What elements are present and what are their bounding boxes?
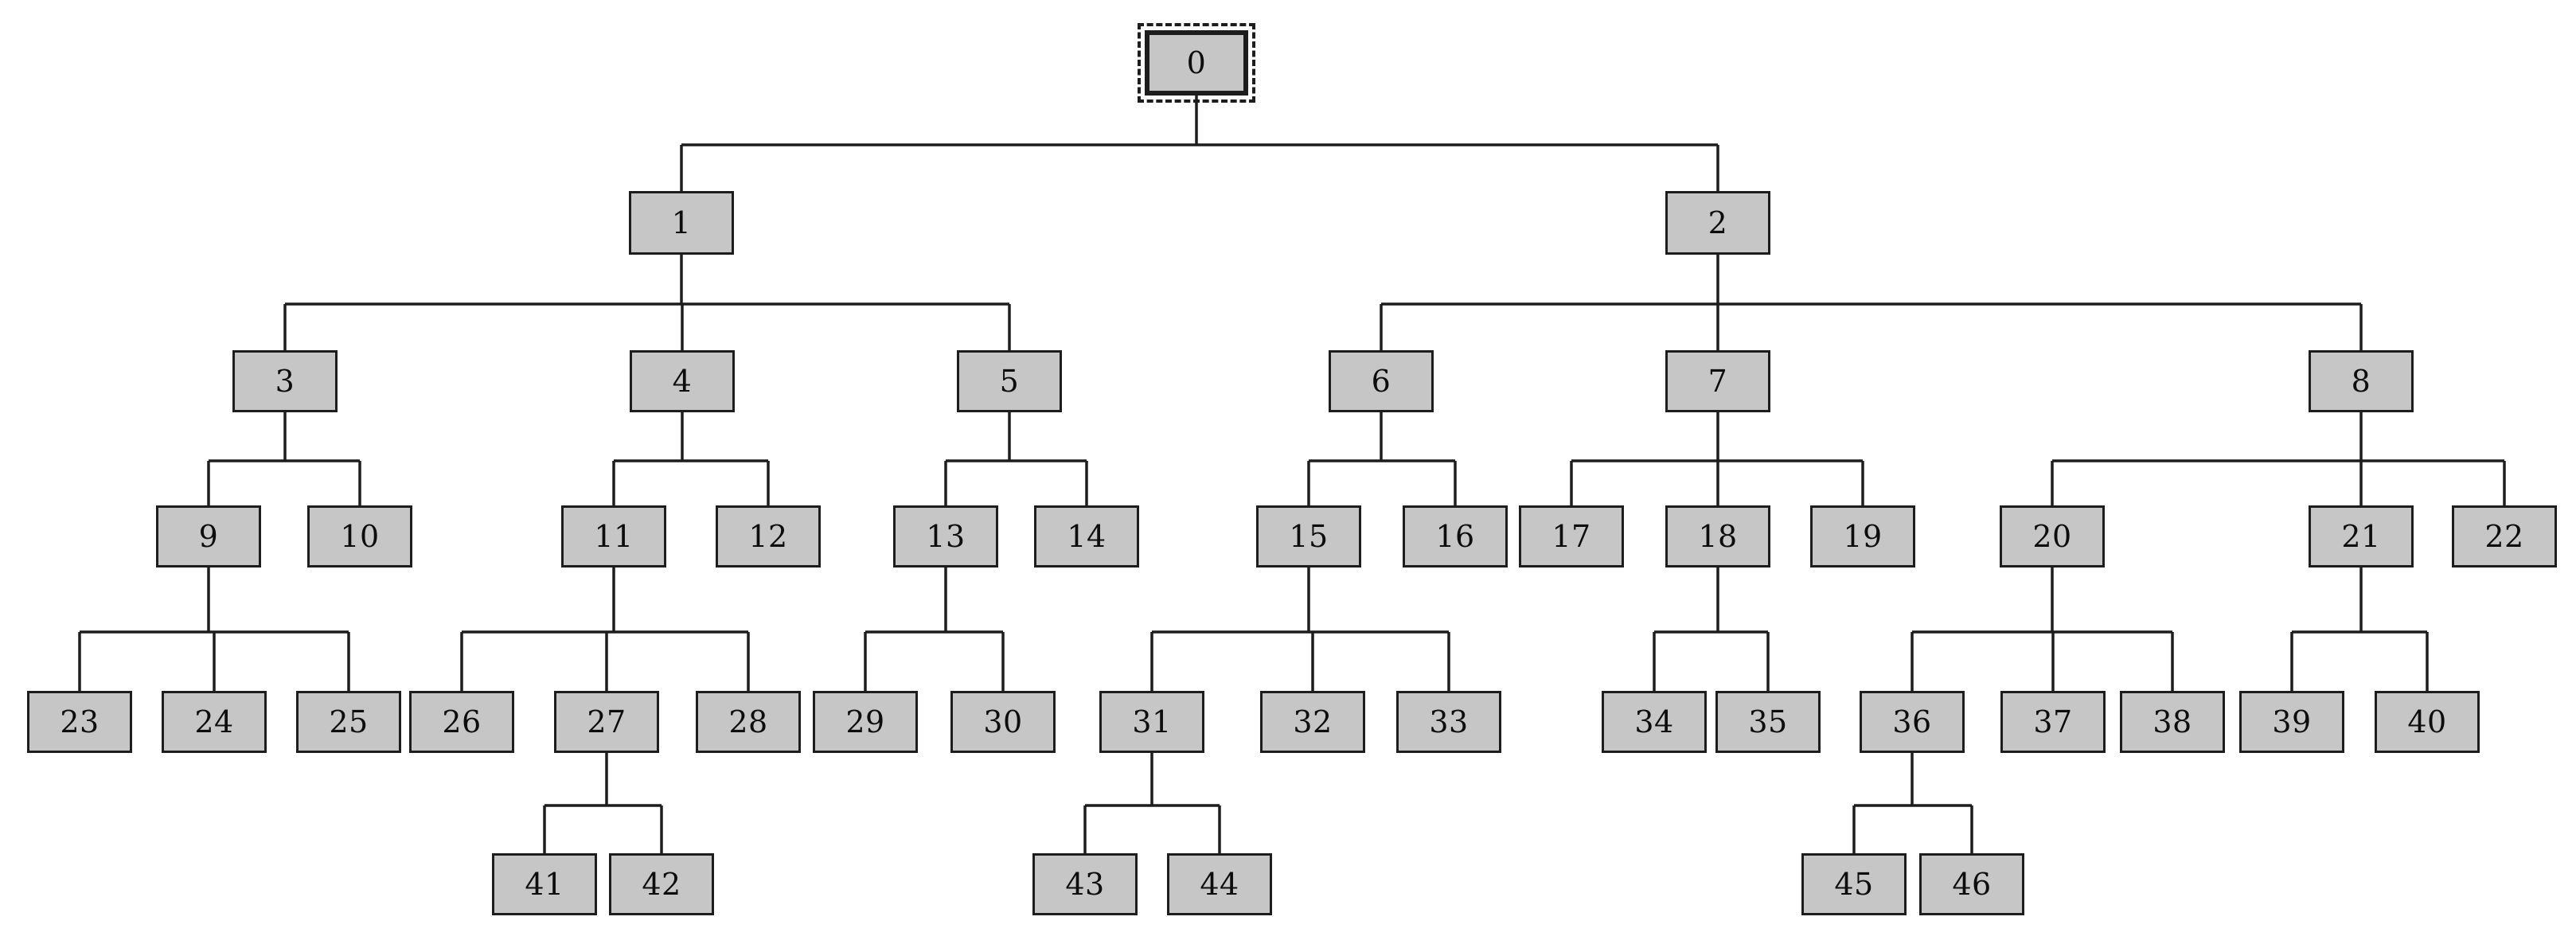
tree-node-1[interactable]: 1 bbox=[629, 191, 734, 255]
tree-node-23[interactable]: 23 bbox=[27, 691, 132, 753]
tree-node-label: 4 bbox=[672, 364, 693, 399]
tree-node-9[interactable]: 9 bbox=[156, 505, 261, 568]
tree-node-label: 43 bbox=[1065, 867, 1105, 902]
tree-node-27[interactable]: 27 bbox=[554, 691, 659, 753]
tree-node-33[interactable]: 33 bbox=[1396, 691, 1501, 753]
tree-node-42[interactable]: 42 bbox=[609, 853, 714, 915]
tree-node-label: 39 bbox=[2272, 704, 2312, 739]
tree-node-2[interactable]: 2 bbox=[1665, 191, 1770, 255]
tree-node-label: 44 bbox=[1200, 867, 1239, 902]
tree-node-22[interactable]: 22 bbox=[2452, 505, 2557, 568]
tree-node-41[interactable]: 41 bbox=[492, 853, 597, 915]
tree-node-label: 36 bbox=[1892, 704, 1932, 739]
tree-node-16[interactable]: 16 bbox=[1403, 505, 1508, 568]
tree-node-4[interactable]: 4 bbox=[630, 350, 735, 412]
tree-node-38[interactable]: 38 bbox=[2120, 691, 2225, 753]
tree-node-label: 42 bbox=[642, 867, 681, 902]
tree-node-6[interactable]: 6 bbox=[1329, 350, 1434, 412]
tree-node-label: 46 bbox=[1952, 867, 1992, 902]
tree-node-label: 32 bbox=[1293, 704, 1333, 739]
tree-node-31[interactable]: 31 bbox=[1099, 691, 1204, 753]
tree-node-label: 22 bbox=[2484, 519, 2524, 554]
tree-node-label: 10 bbox=[340, 519, 380, 554]
tree-node-28[interactable]: 28 bbox=[696, 691, 801, 753]
tree-node-25[interactable]: 25 bbox=[296, 691, 401, 753]
tree-node-label: 18 bbox=[1698, 519, 1738, 554]
tree-node-30[interactable]: 30 bbox=[950, 691, 1056, 753]
tree-node-3[interactable]: 3 bbox=[232, 350, 338, 412]
tree-node-21[interactable]: 21 bbox=[2309, 505, 2414, 568]
tree-node-label: 15 bbox=[1289, 519, 1329, 554]
tree-node-label: 30 bbox=[983, 704, 1023, 739]
tree-node-15[interactable]: 15 bbox=[1256, 505, 1361, 568]
tree-node-label: 33 bbox=[1429, 704, 1469, 739]
tree-node-label: 35 bbox=[1748, 704, 1788, 739]
tree-node-45[interactable]: 45 bbox=[1801, 853, 1907, 915]
tree-node-label: 21 bbox=[2341, 519, 2381, 554]
tree-node-label: 45 bbox=[1834, 867, 1874, 902]
tree-node-label: 3 bbox=[275, 364, 295, 399]
tree-node-label: 27 bbox=[587, 704, 626, 739]
tree-node-14[interactable]: 14 bbox=[1034, 505, 1139, 568]
tree-node-label: 7 bbox=[1708, 364, 1728, 399]
tree-node-label: 13 bbox=[926, 519, 966, 554]
tree-node-label: 0 bbox=[1186, 45, 1207, 80]
tree-node-label: 38 bbox=[2153, 704, 2192, 739]
tree-node-43[interactable]: 43 bbox=[1032, 853, 1138, 915]
tree-node-label: 41 bbox=[525, 867, 564, 902]
tree-node-label: 14 bbox=[1067, 519, 1107, 554]
tree-node-19[interactable]: 19 bbox=[1810, 505, 1915, 568]
tree-node-label: 9 bbox=[198, 519, 219, 554]
tree-node-36[interactable]: 36 bbox=[1860, 691, 1965, 753]
tree-node-label: 34 bbox=[1634, 704, 1674, 739]
tree-node-label: 24 bbox=[194, 704, 234, 739]
tree-node-label: 12 bbox=[748, 519, 788, 554]
tree-node-label: 25 bbox=[329, 704, 369, 739]
tree-node-12[interactable]: 12 bbox=[716, 505, 821, 568]
tree-node-32[interactable]: 32 bbox=[1260, 691, 1365, 753]
tree-node-34[interactable]: 34 bbox=[1602, 691, 1707, 753]
tree-node-26[interactable]: 26 bbox=[409, 691, 514, 753]
tree-node-label: 28 bbox=[728, 704, 768, 739]
tree-node-40[interactable]: 40 bbox=[2375, 691, 2480, 753]
tree-node-label: 16 bbox=[1435, 519, 1475, 554]
tree-node-label: 23 bbox=[60, 704, 100, 739]
tree-node-44[interactable]: 44 bbox=[1167, 853, 1272, 915]
tree-node-label: 2 bbox=[1708, 205, 1728, 240]
tree-node-label: 29 bbox=[845, 704, 885, 739]
tree-node-10[interactable]: 10 bbox=[307, 505, 412, 568]
tree-node-18[interactable]: 18 bbox=[1665, 505, 1770, 568]
tree-node-8[interactable]: 8 bbox=[2309, 350, 2414, 412]
tree-node-37[interactable]: 37 bbox=[2000, 691, 2106, 753]
tree-node-20[interactable]: 20 bbox=[2000, 505, 2105, 568]
tree-node-label: 17 bbox=[1551, 519, 1591, 554]
tree-node-label: 37 bbox=[2033, 704, 2073, 739]
tree-node-label: 1 bbox=[671, 205, 692, 240]
tree-node-24[interactable]: 24 bbox=[162, 691, 267, 753]
tree-node-label: 5 bbox=[999, 364, 1020, 399]
tree-node-label: 31 bbox=[1132, 704, 1172, 739]
tree-node-13[interactable]: 13 bbox=[893, 505, 998, 568]
tree-node-label: 19 bbox=[1843, 519, 1883, 554]
tree-node-11[interactable]: 11 bbox=[561, 505, 666, 568]
tree-node-label: 6 bbox=[1371, 364, 1391, 399]
tree-node-39[interactable]: 39 bbox=[2239, 691, 2344, 753]
tree-node-label: 20 bbox=[2032, 519, 2072, 554]
tree-node-label: 11 bbox=[594, 519, 634, 554]
tree-node-17[interactable]: 17 bbox=[1519, 505, 1624, 568]
tree-node-label: 8 bbox=[2351, 364, 2371, 399]
tree-node-29[interactable]: 29 bbox=[813, 691, 918, 753]
tree-node-label: 26 bbox=[442, 704, 482, 739]
tree-node-7[interactable]: 7 bbox=[1665, 350, 1770, 412]
tree-node-35[interactable]: 35 bbox=[1715, 691, 1821, 753]
tree-node-0[interactable]: 0 bbox=[1138, 23, 1255, 103]
tree-node-5[interactable]: 5 bbox=[957, 350, 1062, 412]
tree-node-label: 40 bbox=[2407, 704, 2447, 739]
tree-node-46[interactable]: 46 bbox=[1919, 853, 2024, 915]
